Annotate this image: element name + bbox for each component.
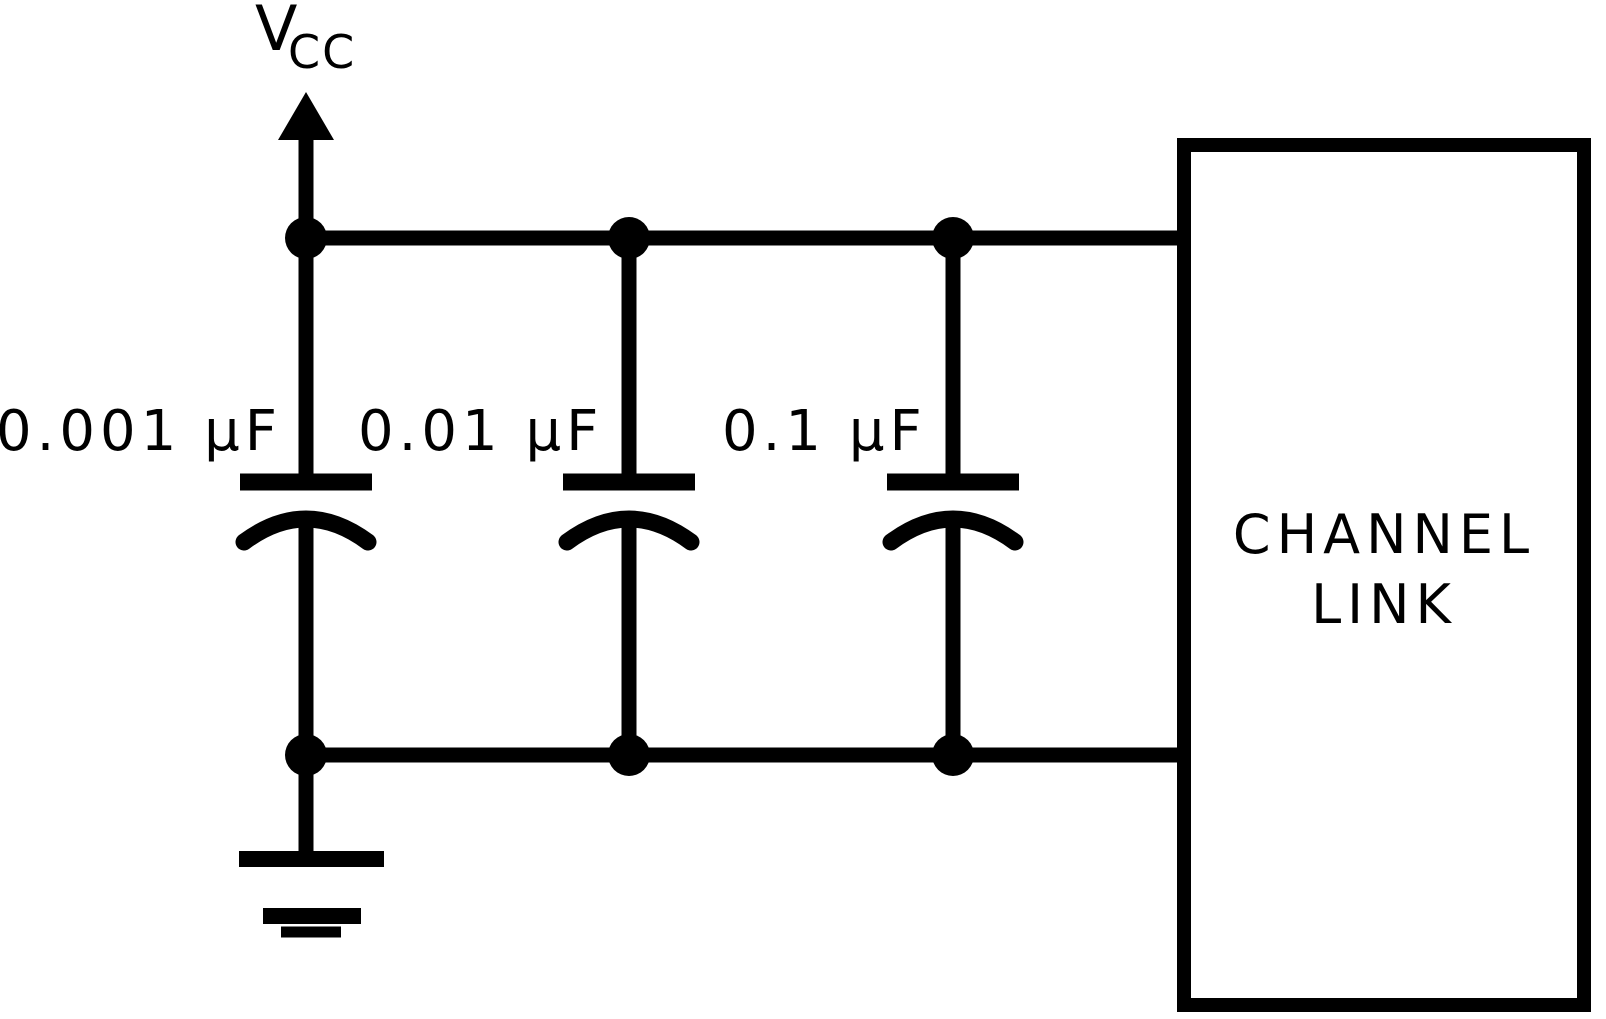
channel-link-label-line2: LINK <box>1311 573 1457 636</box>
capacitor-c3 <box>882 238 1024 755</box>
channel-link-block-outline <box>1177 138 1591 1012</box>
capacitor-c1 <box>235 238 377 755</box>
bottom-ground-rail <box>285 734 1184 776</box>
vcc-label-subscript: CC <box>288 25 356 79</box>
capacitor-label-c2: 0.01 μF <box>358 399 603 464</box>
capacitor-label-c1: 0.001 μF <box>0 399 282 464</box>
capacitor-label-c3: 0.1 μF <box>722 399 927 464</box>
vcc-supply-arrow <box>278 92 334 238</box>
vcc-label-group: V CC <box>255 0 356 79</box>
channel-link-block <box>1177 138 1591 1012</box>
capacitor-c2 <box>558 238 700 755</box>
ground-symbol <box>239 755 384 938</box>
vcc-label-main: V <box>255 0 297 65</box>
top-power-rail <box>285 217 1184 259</box>
vcc-arrowhead-icon <box>278 92 334 140</box>
channel-link-label-line1: CHANNEL <box>1233 503 1535 566</box>
